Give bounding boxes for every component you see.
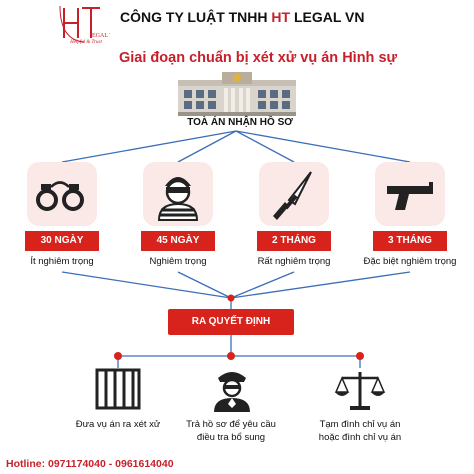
category-card — [375, 162, 445, 226]
duration-badge: 45 NGÀY — [141, 231, 215, 251]
duration-badge: 3 THÁNG — [373, 231, 447, 251]
duration-badge: 30 NGÀY — [25, 231, 99, 251]
connector-dot — [227, 352, 235, 360]
outcome-label: Tạm đình chỉ vụ án hoặc đình chỉ vụ án — [290, 418, 430, 444]
knife-icon — [273, 171, 312, 220]
jail-bars-icon — [93, 368, 143, 410]
decision-box: RA QUYẾT ĐỊNH — [168, 309, 294, 335]
handcuffs-icon — [36, 181, 84, 211]
connector-line — [235, 130, 295, 163]
svg-text:EGAL VN: EGAL VN — [92, 33, 110, 39]
connector-line — [230, 271, 411, 299]
robber-icon — [157, 177, 199, 221]
company-suffix: LEGAL VN — [290, 9, 365, 25]
police-officer-icon — [208, 366, 256, 412]
connector-dot — [114, 352, 122, 360]
connector-line — [230, 271, 295, 299]
category-label: Nghiêm trọng — [149, 256, 207, 267]
outcome-label: Trả hồ sơ để yêu cầu điều tra bổ sung — [161, 418, 301, 444]
outcome-label: Đưa vụ án ra xét xử — [48, 418, 188, 431]
connector-line — [235, 130, 411, 163]
connector-line — [61, 271, 232, 299]
gun-icon — [387, 182, 433, 210]
scales-icon — [334, 368, 386, 412]
outcome-line: hoặc đình chỉ vụ án — [318, 432, 402, 443]
category-card — [259, 162, 329, 226]
logo: EGAL VN — [56, 4, 110, 48]
logo-tagline: Helpful & Trust — [70, 40, 102, 45]
outcome-line: Trả hồ sơ để yêu cầu — [186, 419, 276, 430]
outcome-line: Tạm đình chỉ vụ án — [319, 419, 401, 430]
connector-dot — [356, 352, 364, 360]
connector-dot — [227, 294, 235, 302]
category-label: Ít nghiêm trọng — [30, 256, 94, 267]
hotline: Hotline: 0971174040 - 0961614040 — [6, 458, 174, 470]
category-label: Đặc biệt nghiêm trọng — [363, 256, 457, 267]
outcome-line: điều tra bổ sung — [196, 432, 266, 443]
connector-line — [177, 271, 232, 299]
connector-line — [177, 130, 237, 163]
company-highlight: HT — [271, 9, 291, 25]
company-prefix: CÔNG TY LUẬT TNHH — [120, 9, 272, 25]
connector-line — [61, 130, 237, 163]
category-label: Rất nghiêm trọng — [257, 256, 331, 267]
page-title: Giai đoạn chuẩn bị xét xử vụ án Hình sự — [118, 50, 398, 66]
court-label: TOÀ ÁN NHẬN HỒ SƠ — [187, 117, 293, 128]
duration-badge: 2 THÁNG — [257, 231, 331, 251]
category-card — [143, 162, 213, 226]
company-name: CÔNG TY LUẬT TNHH HT LEGAL VN — [120, 9, 420, 25]
outcome-line: Đưa vụ án ra xét xử — [75, 419, 161, 430]
category-card — [27, 162, 97, 226]
court-building-icon — [178, 70, 296, 116]
